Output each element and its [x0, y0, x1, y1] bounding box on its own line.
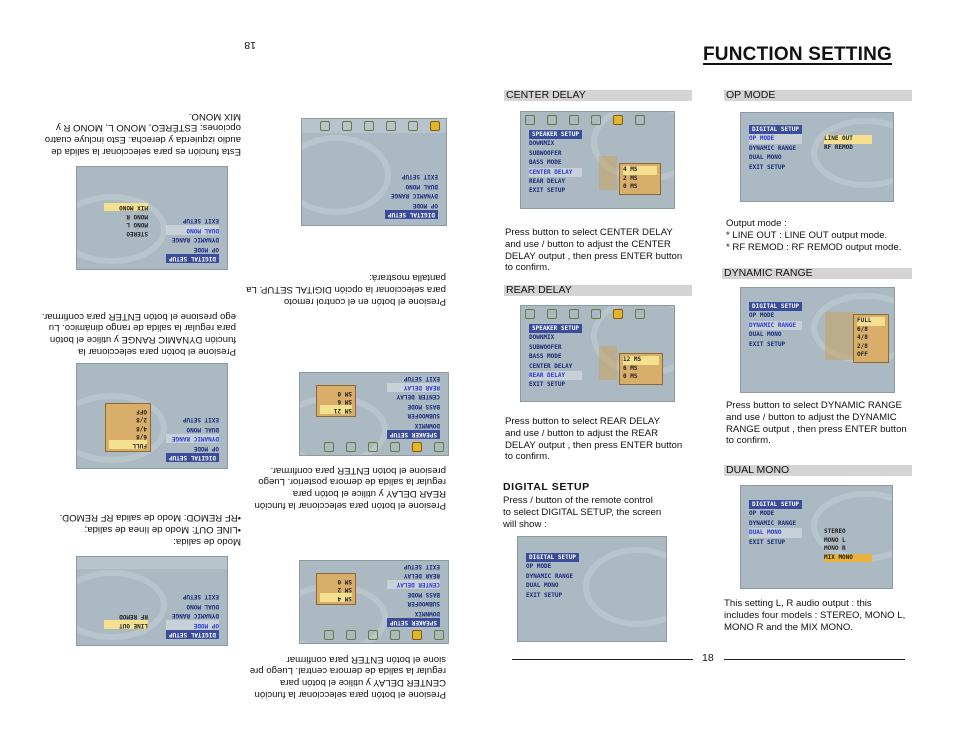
footer-rule-left: [512, 659, 693, 660]
es-op-mode-text: Modo de salida:•LINE OUT: Modo de línea …: [59, 512, 241, 547]
rear-delay-text: Press button to select REAR DELAY and us…: [505, 416, 683, 463]
center-delay-screen: SPEAKER SETUP DOWNMIX SUBWOOFER BASS MOD…: [520, 111, 675, 209]
center-delay-bar: CENTER DELAY: [504, 90, 692, 101]
dual-mono-screen: DIGITAL SETUP OP MODE DYNAMIC RANGE DUAL…: [740, 485, 893, 589]
digital-setup-text: Press / button of the remote control to …: [503, 495, 662, 530]
dynamic-range-text: Press button to select DYNAMIC RANGE and…: [726, 400, 907, 447]
es-center-delay-text: Presione el botón para seleccionar la fu…: [249, 653, 446, 700]
footer-rule-right: [724, 659, 905, 660]
dynamic-range-bar: DYNAMIC RANGE: [722, 268, 912, 279]
rear-delay-bar: REAR DELAY: [504, 285, 692, 296]
center-delay-text: Press button to select CENTER DELAY and …: [505, 227, 683, 274]
es-rear-delay-text: Presione el botón para seleccionar la fu…: [254, 464, 446, 511]
page-title: FUNCTION SETTING: [703, 44, 892, 65]
op-mode-screen: DIGITAL SETUP OP MODE DYNAMIC RANGE DUAL…: [740, 112, 894, 202]
digital-setup-heading: DIGITAL SETUP: [503, 481, 590, 493]
es-dual-mono-text: Esta función es para seleccionar la sali…: [44, 110, 241, 157]
rear-delay-screen: SPEAKER SETUP DOWNMIX SUBWOOFER BASS MOD…: [520, 305, 675, 402]
dual-mono-text: This setting L, R audio output : this in…: [724, 598, 906, 633]
op-mode-bar: OP MODE: [724, 90, 912, 101]
dynamic-range-screen: DIGITAL SETUP OP MODE DYNAMIC RANGE DUAL…: [740, 287, 895, 393]
page-number: 18: [702, 652, 714, 664]
dual-mono-bar: DUAL MONO: [724, 465, 912, 476]
op-mode-text: Output mode : * LINE OUT : LINE OUT outp…: [726, 218, 902, 253]
flipped-page-number: 18: [244, 39, 256, 51]
digital-setup-screen: DIGITAL SETUP OP MODE DYNAMIC RANGE DUAL…: [517, 536, 667, 642]
